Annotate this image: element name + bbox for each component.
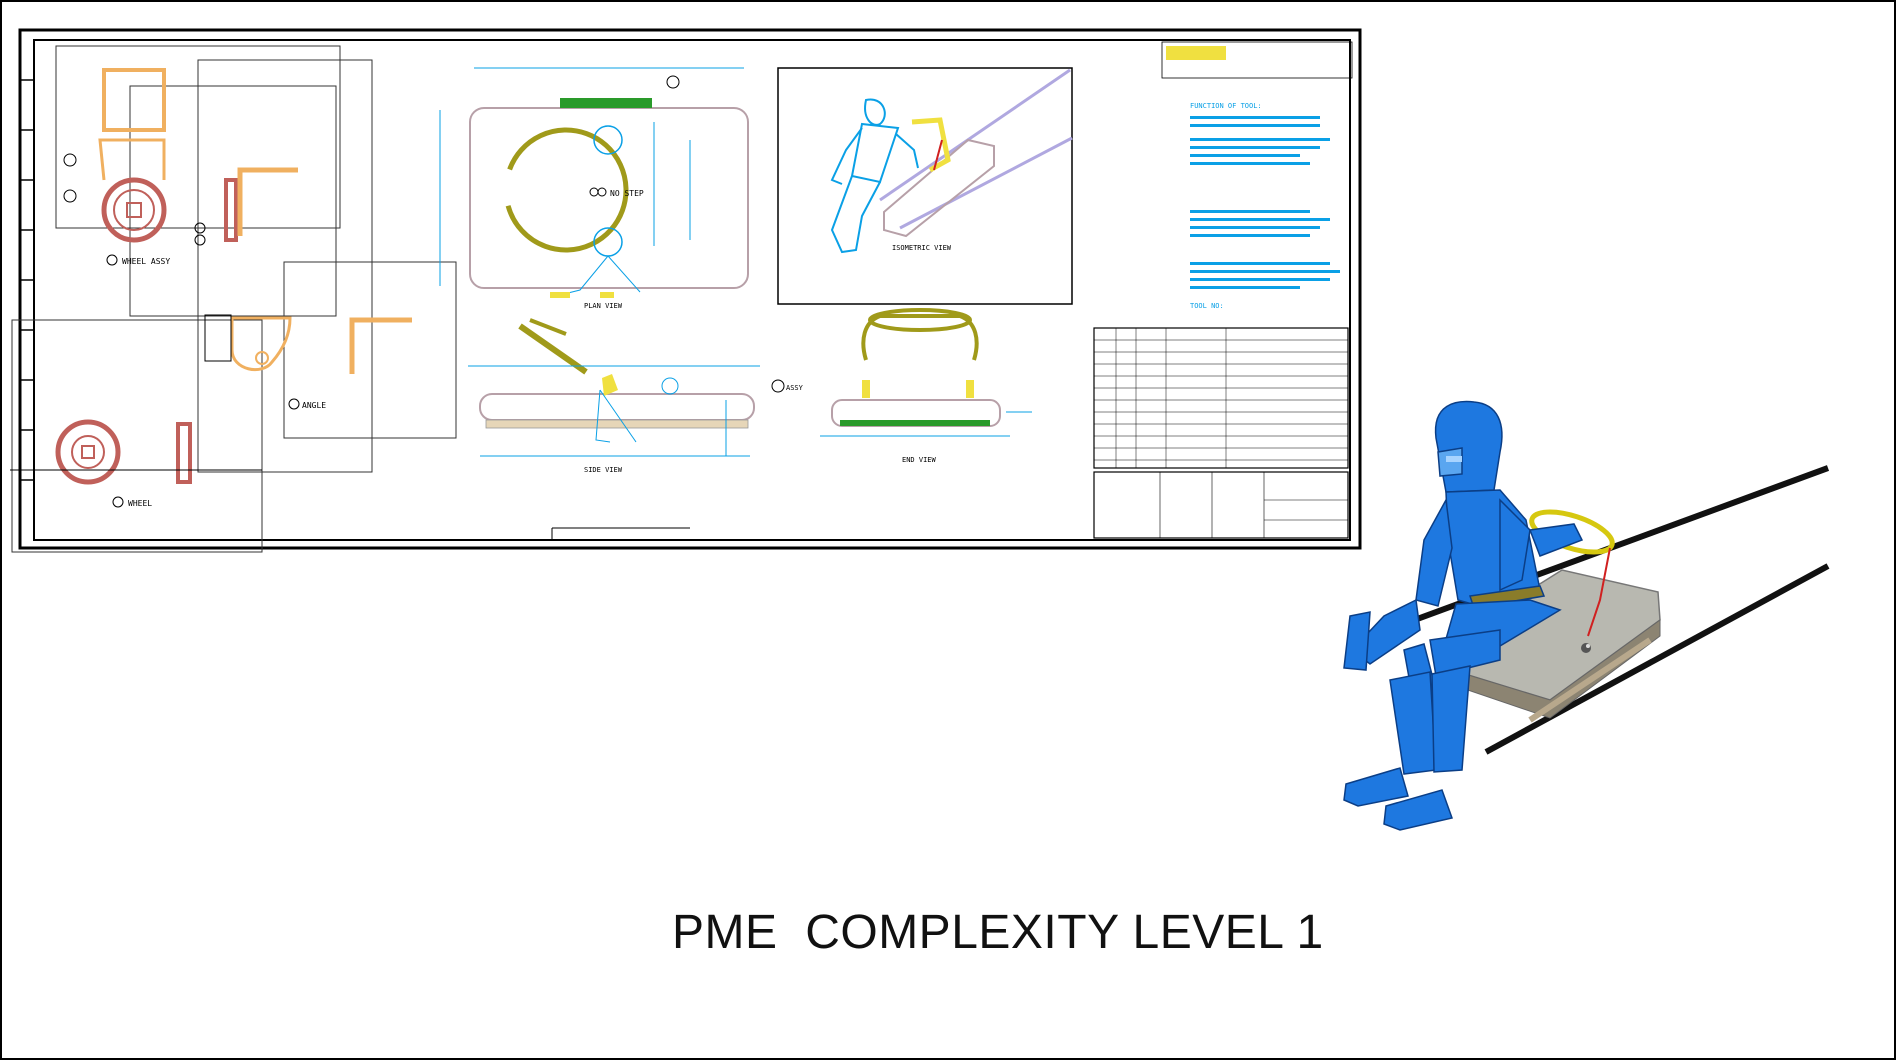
view-label-angle: ANGLE xyxy=(302,401,326,410)
view-label-wheel: WHEEL xyxy=(128,499,152,508)
callout-assy: ASSY xyxy=(786,384,804,392)
wheel-assy-detail: WHEEL ASSY xyxy=(63,68,298,266)
note-tool-no: TOOL NO: xyxy=(1190,302,1224,310)
title-block xyxy=(551,327,1349,540)
end-view: END VIEW xyxy=(820,308,1032,464)
view-label-side: SIDE VIEW xyxy=(584,466,623,474)
render-mannequin xyxy=(1343,400,1584,831)
note-function-of-tool: FUNCTION OF TOOL: xyxy=(1190,102,1262,110)
render-harness-ring xyxy=(1529,509,1615,637)
slide-caption: PME COMPLEXITY LEVEL 1 xyxy=(672,906,1324,959)
view-label-wheel-assy: WHEEL ASSY xyxy=(122,257,170,266)
view-label-plan: PLAN VIEW xyxy=(584,302,623,310)
view-label-isometric: ISOMETRIC VIEW xyxy=(892,244,952,252)
isometric-view: ISOMETRIC VIEW xyxy=(777,67,1073,305)
general-notes: FUNCTION OF TOOL: TOOL NO: xyxy=(1161,41,1353,310)
wheel-detail: WHEEL xyxy=(10,419,262,508)
angle-detail: ANGLE xyxy=(204,314,412,410)
note-no-step: NO STEP xyxy=(610,189,644,198)
drawing-sheet xyxy=(18,28,1362,550)
render-platform xyxy=(1451,569,1661,723)
view-label-end: END VIEW xyxy=(902,456,937,464)
detail-view-frames xyxy=(11,45,457,553)
side-view: ASSY SIDE VIEW xyxy=(468,318,804,474)
plan-view: NO STEP PLAN VIEW xyxy=(439,67,749,310)
